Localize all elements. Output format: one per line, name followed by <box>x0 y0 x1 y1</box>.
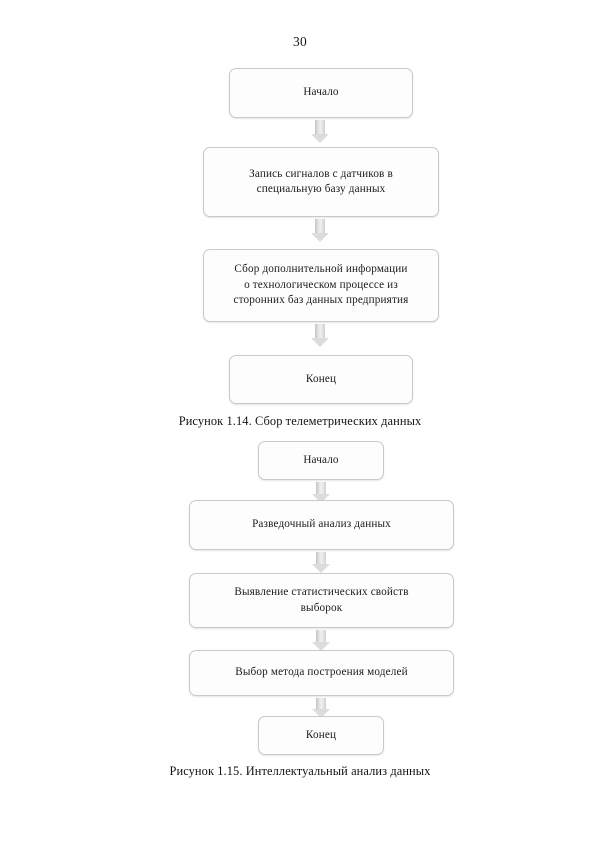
flow-node-end: Конец <box>229 355 413 404</box>
arrow-head <box>311 233 329 242</box>
arrow-shaft <box>315 219 325 233</box>
flow-node-statistical-properties: Выявление статистических свойств выборок <box>189 573 454 628</box>
arrow-down-icon <box>312 698 330 718</box>
arrow-down-icon <box>312 552 330 573</box>
page-number: 30 <box>293 34 307 49</box>
arrow-shaft <box>316 552 326 564</box>
arrow-head <box>311 338 329 347</box>
arrow-down-icon <box>311 120 329 143</box>
flow-node-start: Начало <box>229 68 413 118</box>
arrow-head <box>312 709 330 718</box>
arrow-down-icon <box>311 219 329 242</box>
arrow-shaft <box>315 120 325 134</box>
arrow-down-icon <box>312 482 330 503</box>
arrow-shaft <box>316 630 326 642</box>
flow-node-collect-extra-info: Сбор дополнительной информации о техноло… <box>203 249 439 322</box>
flow-node-end: Конец <box>258 716 384 755</box>
flow-node-exploratory-analysis: Разведочный анализ данных <box>189 500 454 550</box>
arrow-shaft <box>316 482 326 494</box>
arrow-down-icon <box>311 324 329 347</box>
arrow-head <box>312 494 330 503</box>
arrow-head <box>312 642 330 651</box>
figure-caption-1-15: Рисунок 1.15. Интеллектуальный анализ да… <box>169 764 431 778</box>
flow-node-record-signals: Запись сигналов с датчиков в специальную… <box>203 147 439 217</box>
arrow-head <box>312 564 330 573</box>
arrow-shaft <box>315 324 325 338</box>
flow-node-start: Начало <box>258 441 384 480</box>
arrow-head <box>311 134 329 143</box>
arrow-down-icon <box>312 630 330 651</box>
flow-node-model-method-choice: Выбор метода построения моделей <box>189 650 454 696</box>
figure-caption-1-14: Рисунок 1.14. Сбор телеметрических данны… <box>178 414 422 428</box>
arrow-shaft <box>316 698 326 709</box>
